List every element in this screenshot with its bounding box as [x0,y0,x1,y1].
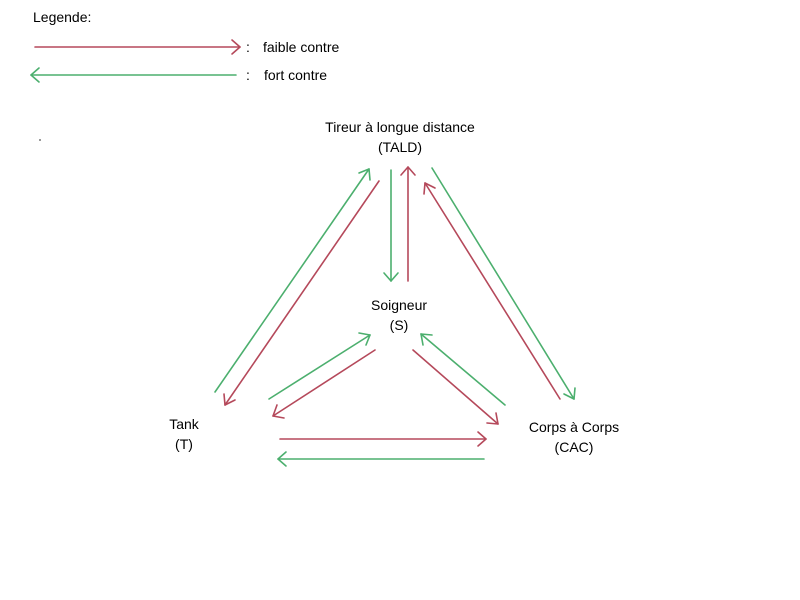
legend-arrow-fort [30,67,237,83]
node-tank-abbr: (T) [175,436,193,452]
legend-separator-faible: : [246,39,250,55]
arrow-cac-to-soigneur [420,333,506,406]
arrow-cac-to-tald [423,182,561,400]
legend-arrow-faible [34,39,241,55]
arrow-soigneur-to-tald [400,166,416,282]
node-soigneur-abbr: (S) [389,317,409,333]
arrow-tank-to-soigneur [268,332,371,400]
legend-label-faible: faible contre [263,39,340,55]
node-tald-abbr: (TALD) [377,139,423,155]
arrow-tank-to-tald [214,168,371,393]
legend-title: Legende: [33,9,92,25]
arrow-tald-to-tank [223,180,380,406]
arrow-tald-to-cac [431,167,576,400]
node-cac-abbr: (CAC) [554,439,594,455]
arrow-soigneur-to-cac [412,349,499,425]
node-cac-name: Corps à Corps [528,419,620,435]
arrow-soigneur-to-tank [272,349,376,419]
arrow-cac-to-tank [277,451,485,467]
stray-dot [39,139,41,141]
arrow-tank-to-cac [279,431,487,447]
node-tald-name: Tireur à longue distance [325,119,475,135]
node-tank-name: Tank [169,416,199,432]
legend-label-fort: fort contre [264,67,328,83]
legend-separator-fort: : [246,67,250,83]
arrow-tald-to-soigneur [383,169,399,282]
node-soigneur-name: Soigneur [370,297,428,313]
